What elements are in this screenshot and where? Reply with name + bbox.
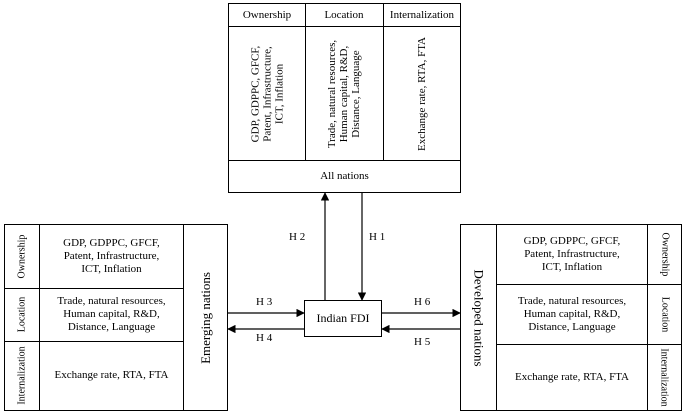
h3-label: H 3 — [256, 296, 273, 308]
left-ownership-variables: GDP, GDPPC, GFCF, Patent, Infrastructure… — [63, 237, 160, 275]
top-header-location: Location — [324, 8, 364, 21]
left-label-ownership: Ownership — [16, 234, 28, 279]
right-internalization-variables: Exchange rate, RTA, FTA — [515, 370, 629, 383]
left-label-internalization: Internalization — [16, 346, 28, 405]
all-nations-label: All nations — [320, 170, 369, 182]
developed-nations-label: Developed nations — [471, 268, 487, 367]
right-label-location: Location — [659, 296, 671, 332]
left-label-location: Location — [16, 296, 28, 333]
h2-label: H 2 — [289, 231, 306, 243]
developed-nations-box: Developed nations GDP, GDPPC, GFCF, Pate… — [460, 224, 682, 411]
top-internalization-variables: Exchange rate, RTA, FTA — [416, 36, 428, 151]
all-nations-box: Ownership Location Internalization GDP, … — [228, 3, 461, 193]
h1-label: H 1 — [369, 231, 386, 243]
top-header-ownership: Ownership — [242, 8, 292, 21]
emerging-nations-label: Emerging nations — [197, 271, 213, 364]
h4-label: H 4 — [256, 332, 273, 344]
left-location-variables: Trade, natural resources, Human capital,… — [57, 295, 166, 333]
left-internalization-variables: Exchange rate, RTA, FTA — [54, 369, 169, 381]
right-ownership-variables: GDP, GDPPC, GFCF, Patent, Infrastructure… — [523, 235, 621, 273]
indian-fdi-label: Indian FDI — [316, 311, 370, 325]
right-label-ownership: Ownership — [659, 232, 671, 277]
h5-label: H 5 — [414, 336, 431, 348]
indian-fdi-box: Indian FDI — [304, 300, 382, 337]
right-location-variables: Trade, natural resources, Human capital,… — [517, 294, 627, 333]
emerging-nations-box: Ownership Location Internalization GDP, … — [4, 224, 228, 411]
h6-label: H 6 — [414, 296, 431, 308]
top-header-internalization: Internalization — [389, 8, 455, 21]
right-label-internalization: Internalization — [659, 347, 670, 407]
top-ownership-variables: GDP, GDPPC, GFCF, Patent, Infrastructure… — [249, 45, 286, 142]
top-location-variables: Trade, natural resources, Human capital,… — [326, 39, 363, 148]
